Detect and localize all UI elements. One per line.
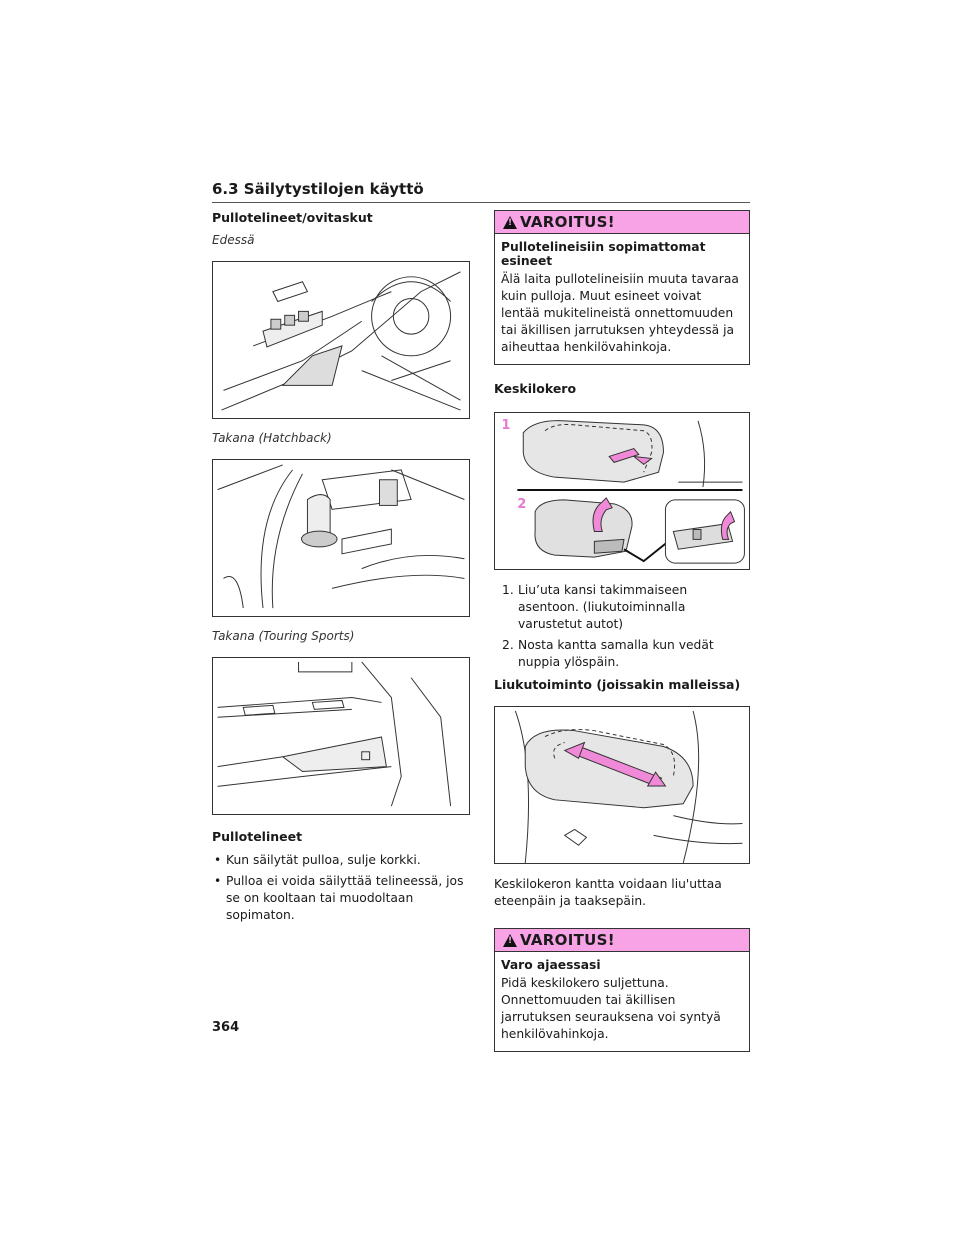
section-header: 6.3 Säilytystilojen käyttö <box>212 180 750 203</box>
bullet-item: Pulloa ei voida säilyttää telineessä, jo… <box>212 873 470 924</box>
slide-text: Keskilokeron kantta voidaan liu'uttaa et… <box>494 877 722 908</box>
section-title: Pullotelineet/ovitaskut <box>212 210 373 225</box>
warning-heading: Pullotelineisiin sopimattomat esineet <box>501 240 706 268</box>
page-number: 364 <box>212 1020 240 1035</box>
console-heading: Keskilokero <box>494 381 577 396</box>
warning-text: Pidä keskilokero suljettuna. Onnettomuud… <box>501 976 721 1041</box>
step-item: 2.Nosta kantta samalla kun vedät nuppia … <box>502 638 714 669</box>
warning-label: VAROITUS! <box>520 931 615 949</box>
rear-hatch-label: Takana (Hatchback) <box>212 431 332 445</box>
slide-heading: Liukutoiminto (joissakin malleissa) <box>494 677 741 692</box>
rear-touring-label: Takana (Touring Sports) <box>212 629 355 643</box>
figure-label-1: 1 <box>502 418 511 433</box>
bottle-holders-heading: Pullotelineet <box>212 829 303 844</box>
warning-label: VAROITUS! <box>520 213 615 231</box>
warning-text: Älä laita pullotelineisiin muuta tavaraa… <box>501 272 739 354</box>
warning-heading: Varo ajaessasi <box>501 958 601 972</box>
warning-header: ! VAROITUS! <box>495 929 749 952</box>
warning-triangle-icon: ! <box>503 933 517 947</box>
front-label: Edessä <box>212 233 255 247</box>
warning-box-driving: ! VAROITUS! Varo ajaessasi Pidä keskilok… <box>494 928 750 1052</box>
step-item: 1.Liu’uta kansi takimmaiseen asentoon. (… <box>502 583 688 631</box>
console-box-illustration: 1 2 <box>494 412 750 570</box>
bottle-holders-list: Kun säilytät pulloa, sulje korkki. Pullo… <box>212 852 470 924</box>
warning-header: ! VAROITUS! <box>495 211 749 234</box>
left-column: Pullotelineet/ovitaskut Edessä Takana (H… <box>212 210 470 928</box>
right-column: ! VAROITUS! Pullotelineisiin sopimattoma… <box>494 210 750 1052</box>
bullet-item: Kun säilytät pulloa, sulje korkki. <box>212 852 470 869</box>
warning-triangle-icon: ! <box>503 215 517 229</box>
rear-hatch-door-illustration <box>212 459 470 617</box>
rear-touring-door-illustration <box>212 657 470 815</box>
front-door-illustration <box>212 261 470 419</box>
slide-function-illustration <box>494 706 750 864</box>
warning-box-bottle: ! VAROITUS! Pullotelineisiin sopimattoma… <box>494 210 750 365</box>
console-steps: 1.Liu’uta kansi takimmaiseen asentoon. (… <box>494 582 750 671</box>
figure-label-2: 2 <box>517 497 526 512</box>
